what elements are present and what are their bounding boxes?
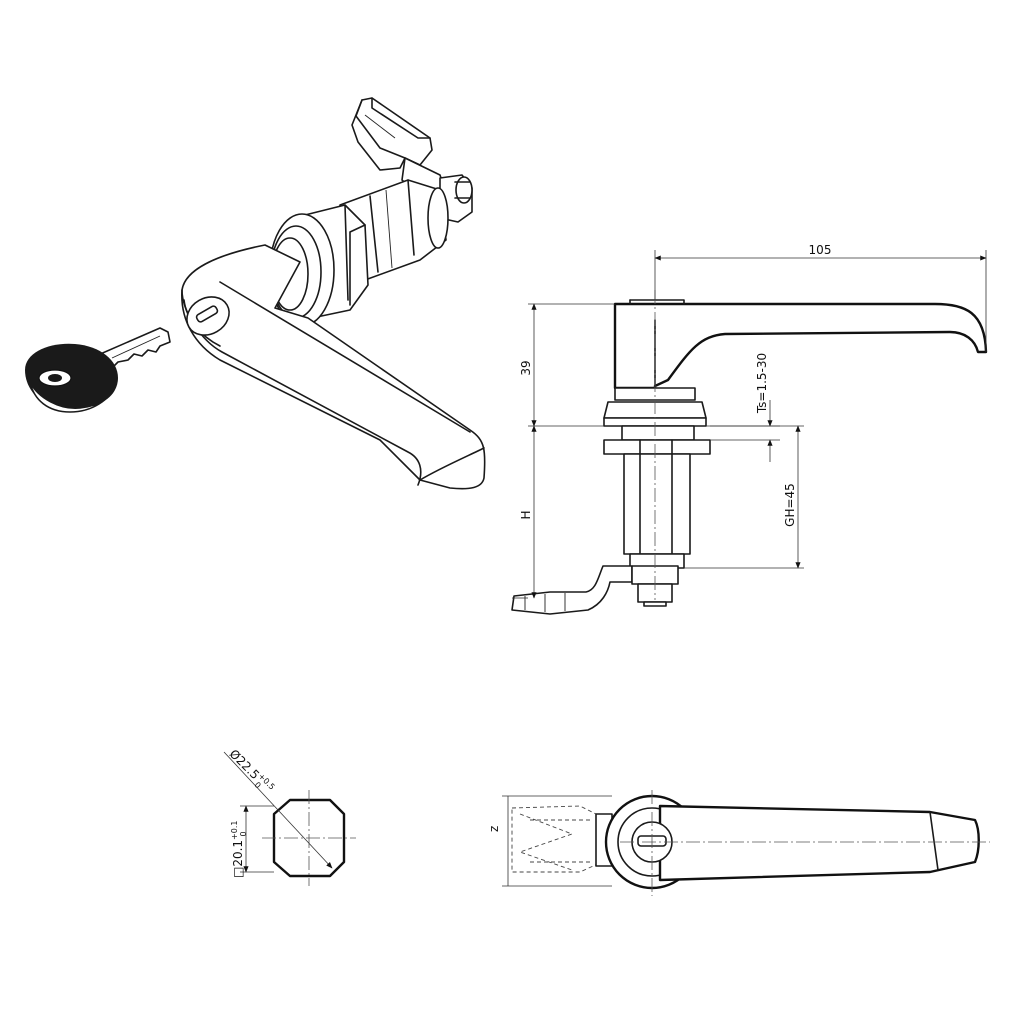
dim-h-label: H: [519, 510, 533, 519]
dim-square-label: □20.1+0.10: [230, 821, 248, 879]
isometric-view: [25, 97, 486, 490]
dim-39: 39: [519, 303, 615, 427]
dim-height-top-label: 39: [519, 360, 533, 375]
dim-ts: Ts=1.5-30: [706, 353, 780, 462]
key: [25, 327, 171, 413]
dim-ts-label: Ts=1.5-30: [755, 353, 769, 414]
plan-view: z: [487, 790, 990, 896]
dim-width-label: 105: [809, 243, 832, 257]
plan-cam-hidden: [511, 805, 613, 873]
dim-dia-label: Ø22.5+0.50: [225, 746, 277, 798]
dim-side-label: z: [487, 826, 501, 832]
side-cam: [511, 565, 679, 615]
dim-h: H: [512, 425, 537, 599]
dim-105: 105: [654, 243, 987, 352]
side-elevation-view: 105 39 H Ts=1.5-30 GH=45: [511, 243, 988, 615]
dim-gh: GH=45: [684, 425, 804, 569]
l-handle: [181, 244, 486, 490]
panel-cutout-view: Ø22.5+0.50 □20.1+0.10: [223, 746, 356, 886]
side-handle: [613, 299, 988, 390]
dim-gh-label: GH=45: [783, 483, 797, 527]
side-shank: [623, 453, 691, 569]
